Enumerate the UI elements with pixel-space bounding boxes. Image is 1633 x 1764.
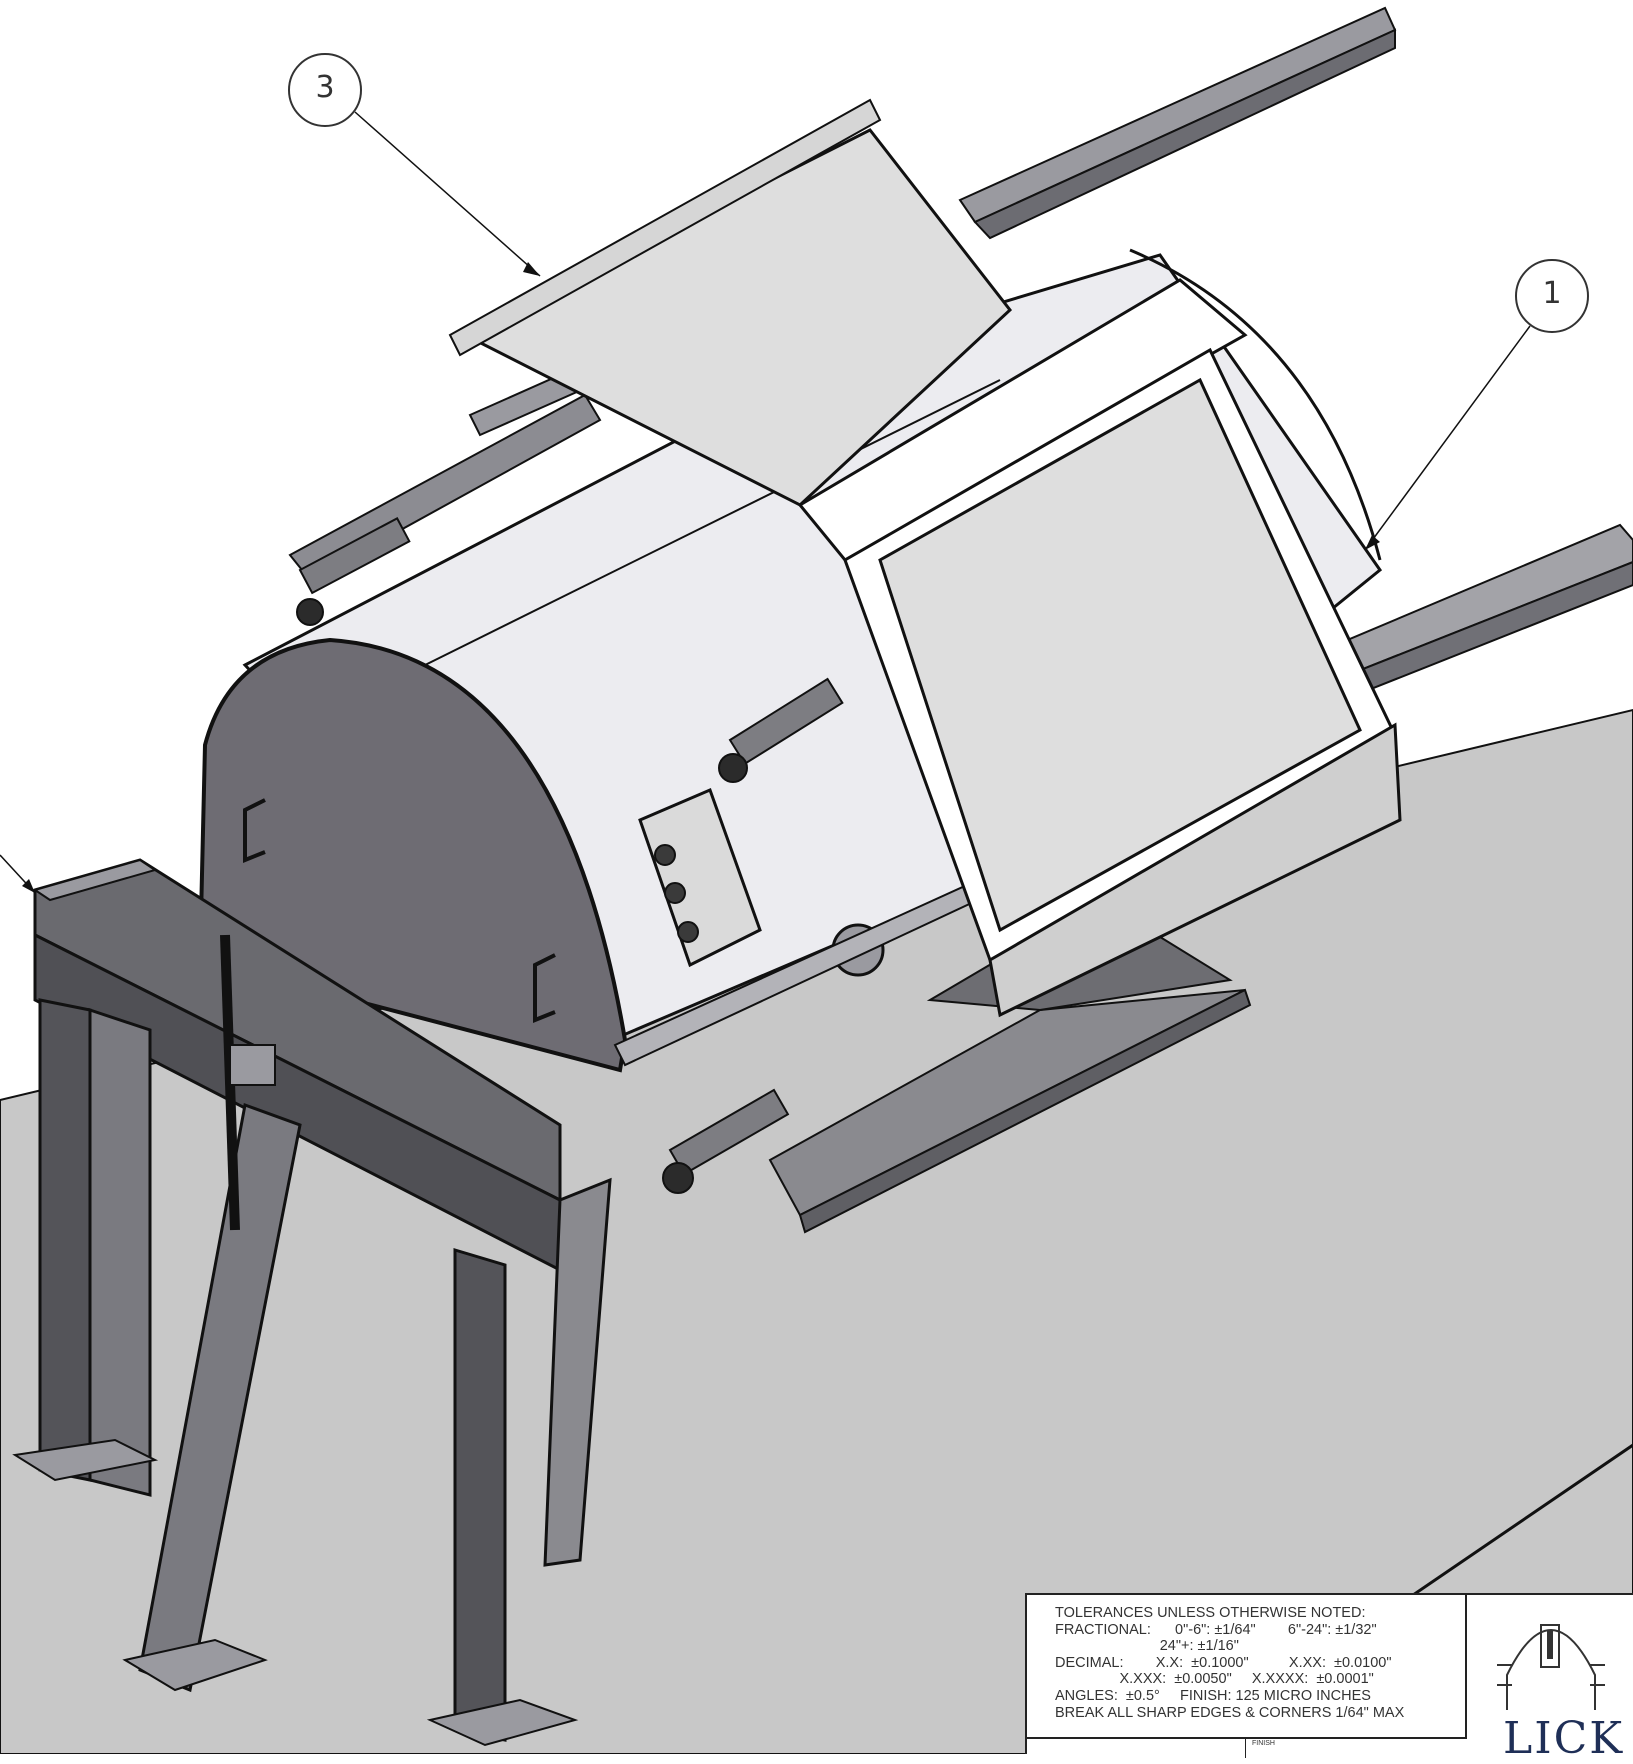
top-lid: [448, 98, 1248, 562]
end-cap-handle-upper: [243, 798, 266, 863]
logo-text: LICK: [1503, 1713, 1625, 1764]
front-lid: [843, 347, 1402, 1018]
drum-seam: [414, 379, 1001, 671]
balloon-1-callout: [1364, 259, 1589, 551]
control-box: [638, 787, 762, 968]
balloon-3-callout: [288, 53, 541, 277]
upper-left-coupling: [296, 517, 411, 626]
balloon-1-label: 1: [1542, 276, 1562, 311]
finish-label: FINISH: [1252, 1740, 1275, 1747]
tolerance-line: 24"+: ±1/16": [1055, 1638, 1239, 1655]
drum-rear-arc: [1129, 248, 1382, 561]
end-cap-handle-lower: [533, 953, 556, 1023]
finish-row: FINISH: [1027, 1737, 1467, 1758]
observatory-dome-icon: [1497, 1624, 1605, 1710]
drum-end-cap: [197, 637, 628, 1073]
tolerance-line: DECIMAL: X.X: ±0.1000" X.XX: ±0.0100": [1055, 1654, 1392, 1671]
front-stand: [12, 858, 612, 1747]
upper-right-rail: [958, 6, 1397, 240]
tolerance-line: ANGLES: ±0.5° FINISH: 125 MICRO INCHES: [1055, 1687, 1371, 1704]
tolerance-line: TOLERANCES UNLESS OTHERWISE NOTED:: [1055, 1605, 1366, 1621]
tolerance-line: X.XXX: ±0.0050" X.XXXX: ±0.0001": [1055, 1671, 1374, 1688]
left-leader: [0, 854, 36, 894]
title-block: TOLERANCES UNLESS OTHERWISE NOTED: FRACT…: [1025, 1593, 1633, 1764]
balloon-3-label: 3: [315, 70, 335, 105]
lower-coupling: [662, 1088, 790, 1194]
tolerance-line: FRACTIONAL: 0"-6": ±1/64" 6"-24": ±1/32": [1055, 1621, 1377, 1638]
tolerance-notes: TOLERANCES UNLESS OTHERWISE NOTED: FRACT…: [1027, 1595, 1467, 1737]
tolerance-line: BREAK ALL SHARP EDGES & CORNERS 1/64" MA…: [1055, 1704, 1405, 1721]
middle-coupling: [718, 677, 844, 783]
company-logo: LICK: [1467, 1595, 1633, 1764]
